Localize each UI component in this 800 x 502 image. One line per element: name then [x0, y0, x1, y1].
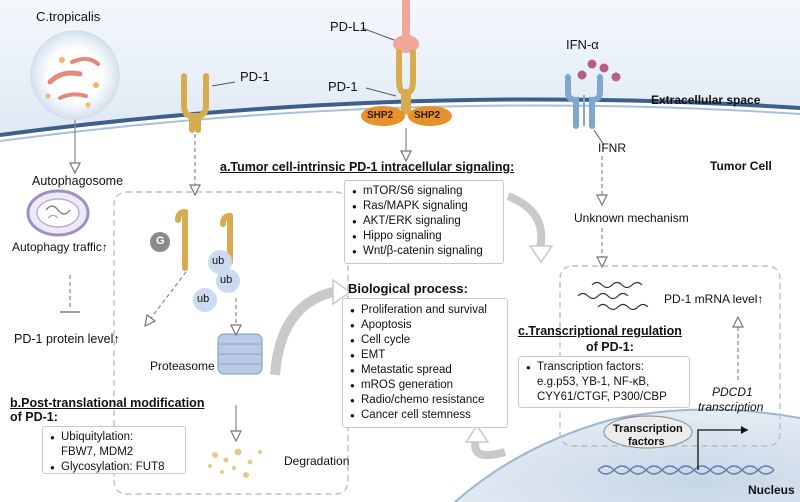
c-tropicalis-label: C.tropicalis — [36, 9, 101, 24]
ub-bubble-1 — [208, 250, 232, 274]
pd1-protein-level-label: PD-1 protein level↑ — [14, 332, 120, 346]
shp2-left-shape — [361, 106, 405, 126]
ub-label-1: ub — [212, 255, 225, 267]
ifnr-receptor — [565, 74, 605, 146]
biological-process-title: Biological process: — [348, 281, 468, 296]
section-c-item-line: e.g.p53, YB-1, NF-κB, — [537, 376, 650, 388]
section-c-item-line: CYY61/CTGF, P300/CBP — [537, 391, 667, 403]
pd1-internalized-right — [220, 213, 233, 265]
degradation-fragments — [208, 448, 262, 478]
nucleus-region — [455, 409, 800, 502]
mrna-waves — [577, 281, 649, 311]
ub-bubble-3 — [193, 288, 217, 312]
section-b-item: Glycosylation: FUT8 — [50, 460, 181, 475]
biological-item: Cell cycle — [350, 333, 503, 348]
ptm-region — [113, 191, 349, 495]
dna-helix — [597, 465, 775, 475]
c-tropicalis-vesicle — [30, 30, 120, 120]
ub-label-3: ub — [197, 293, 210, 305]
nucleus-label: Nucleus — [748, 483, 795, 497]
section-c-item: Transcription factors: e.g.p53, YB-1, NF-… — [526, 360, 685, 405]
transcription-factors-label-2: factors — [628, 436, 665, 448]
section-b-title-1: b.Post-translational modification — [10, 396, 205, 410]
flow-arrows — [60, 120, 738, 436]
extracellular-space-label: Extracellular space — [651, 93, 761, 107]
section-c-title-2: of PD-1: — [586, 340, 634, 354]
pdl1-label: PD-L1 — [330, 19, 367, 34]
degradation-label: Degradation — [284, 454, 350, 468]
pd1-internalized-left — [175, 209, 188, 271]
biological-item: mROS generation — [350, 378, 503, 393]
section-a-item: AKT/ERK signaling — [352, 214, 499, 229]
ub-label-2: ub — [220, 274, 233, 286]
section-c-item-label: Transcription factors: — [537, 361, 644, 373]
biological-item: Metastatic spread — [350, 363, 503, 378]
section-b-title-2: of PD-1: — [10, 410, 58, 424]
section-c-title-1: c.Transcriptional regulation — [518, 324, 682, 338]
section-b-list: Ubiquitylation: FBW7, MDM2 Glycosylation:… — [42, 426, 186, 475]
transcription-start-arrow — [697, 429, 748, 470]
ifn-alpha-label: IFN-α — [566, 37, 599, 52]
transcription-factors-label-1: Transcription — [613, 423, 683, 435]
proteasome-icon — [217, 333, 263, 375]
shp2-right-shape — [408, 106, 452, 126]
pd1-center-label: PD-1 — [328, 79, 358, 94]
autophagosome-label: Autophagosome — [32, 174, 124, 188]
section-a-item: Ras/MAPK signaling — [352, 199, 499, 214]
section-a-list: mTOR/S6 signaling Ras/MAPK signaling AKT… — [344, 180, 504, 264]
curve-arrow-a-to-bio — [506, 192, 546, 249]
pdcd1-transcription-label: transcription — [698, 400, 764, 414]
section-b-item: Ubiquitylation: FBW7, MDM2 — [50, 430, 181, 460]
curve-arrow-nucleus-to-bio — [471, 438, 507, 459]
section-a-item: mTOR/S6 signaling — [352, 184, 499, 199]
section-a-item: Wnt/β-catenin signaling — [352, 244, 499, 259]
autophagy-traffic-label: Autophagy traffic↑ — [12, 240, 108, 254]
biological-item: EMT — [350, 348, 503, 363]
pd1-receptor-left — [181, 73, 236, 133]
ifn-alpha-dots — [577, 59, 621, 82]
section-b-item-line2: FBW7, MDM2 — [61, 446, 134, 458]
biological-process-list: Proliferation and survival Apoptosis Cel… — [342, 298, 508, 428]
pdcd1-label: PDCD1 — [712, 385, 753, 399]
transcription-factors-shape — [603, 415, 693, 449]
pdl1-pd1-complex — [361, 0, 419, 115]
section-b-item-line1: Ubiquitylation: — [61, 431, 134, 443]
biological-item: Cancer cell stemness — [350, 408, 503, 423]
g-badge-label: G — [156, 235, 165, 247]
autophagosome-icon — [26, 189, 90, 237]
shp2-left-label: SHP2 — [367, 110, 394, 121]
glycosylation-badge — [150, 232, 170, 252]
biological-item: Apoptosis — [350, 318, 503, 333]
proteasome-label: Proteasome — [150, 359, 215, 373]
curve-arrow-to-bio — [270, 287, 335, 376]
tumor-cell-label: Tumor Cell — [710, 159, 772, 173]
section-b-item-line1: Glycosylation: FUT8 — [61, 461, 165, 473]
unknown-mechanism-label: Unknown mechanism — [574, 211, 689, 225]
pd1-left-label: PD-1 — [240, 69, 270, 84]
section-a-title: a.Tumor cell-intrinsic PD-1 intracellula… — [220, 160, 515, 174]
biological-item: Proliferation and survival — [350, 303, 503, 318]
ub-bubble-2 — [216, 269, 240, 293]
biological-item: Radio/chemo resistance — [350, 393, 503, 408]
ifnr-label: IFNR — [598, 141, 626, 155]
cell-membrane — [0, 97, 800, 137]
section-c-list: Transcription factors: e.g.p53, YB-1, NF-… — [518, 356, 690, 408]
shp2-right-label: SHP2 — [414, 110, 441, 121]
pd1-mrna-level-label: PD-1 mRNA level↑ — [664, 292, 764, 306]
section-a-item: Hippo signaling — [352, 229, 499, 244]
